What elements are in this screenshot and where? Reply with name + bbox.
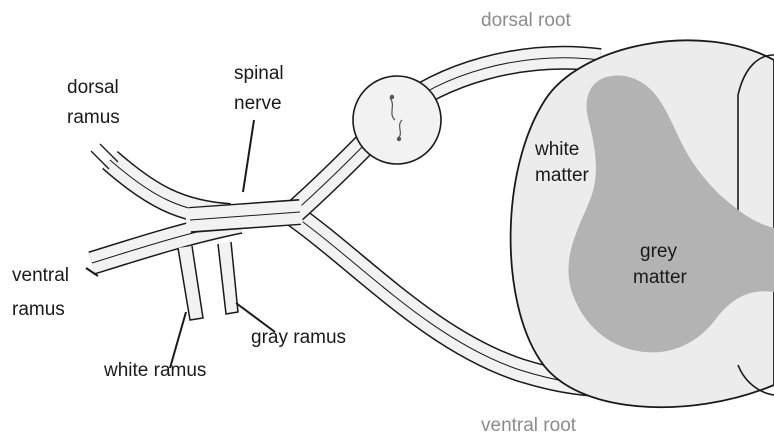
white-ramus-shape xyxy=(178,246,203,320)
spinal-nerve-trunk xyxy=(186,212,302,220)
spinal-nerve-label-line2: nerve xyxy=(234,92,282,116)
dorsal-ramus xyxy=(91,144,230,215)
grey-matter-label-line1: grey xyxy=(640,240,677,264)
grey-matter-label-line2: matter xyxy=(633,266,687,290)
dorsal-ramus-label-line2: ramus xyxy=(67,106,120,130)
gray-ramus-shape xyxy=(218,242,238,314)
ventral-root-label: ventral root xyxy=(481,414,576,438)
spinal-nerve-label-line1: spinal xyxy=(234,62,284,86)
gray-ramus-label: gray ramus xyxy=(251,326,346,350)
dorsal-root-label: dorsal root xyxy=(481,9,571,33)
ventral-ramus-label-line2: ramus xyxy=(12,298,65,322)
dorsal-ramus-label-line1: dorsal xyxy=(67,76,119,100)
dorsal-root-ganglion xyxy=(353,76,441,164)
white-matter-label-line1: white xyxy=(535,138,579,162)
white-ramus-label: white ramus xyxy=(104,359,206,383)
ventral-ramus-label-line1: ventral xyxy=(12,264,69,288)
white-matter-label-line2: matter xyxy=(535,164,589,188)
